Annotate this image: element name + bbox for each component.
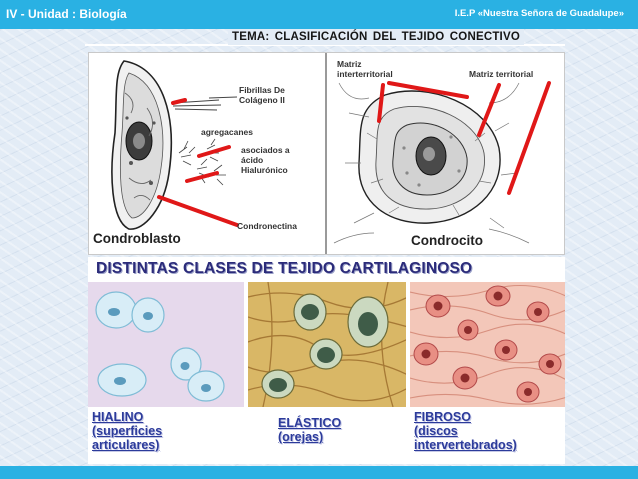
school-name: I.E.P «Nuestra Señora de Guadalupe»	[454, 8, 624, 19]
label-fibrillas: Fibrillas De Colágeno II	[239, 85, 285, 105]
cartilage-types-panel: DISTINTAS CLASES DE TEJIDO CARTILAGINOSO	[88, 257, 565, 464]
label-matriz-interterritorial: Matriz interterritorial	[337, 59, 393, 79]
condroblasto-cell-drawing	[111, 60, 239, 230]
hialino-photo	[88, 282, 244, 407]
label-agregacanes: agregacanes	[201, 127, 253, 137]
caption-elastico: ELÁSTICO (orejas)	[278, 416, 342, 444]
label-matriz-territorial: Matriz territorial	[469, 69, 534, 79]
fibroso-photo	[410, 282, 565, 407]
diagram-separator	[325, 53, 327, 254]
label-acido-hialuronico: asociados a ácido Hialurónico	[241, 145, 290, 175]
unit-title: IV - Unidad : Biología	[6, 7, 127, 21]
cartilage-cell-diagram: Fibrillas De Colágeno II agregacanes aso…	[88, 52, 565, 255]
diagram-drawing	[111, 60, 551, 244]
topic-title: TEMA: CLASIFICACIÓN DEL TEJIDO CONECTIVO	[228, 29, 524, 45]
label-condronectina: Condronectina	[237, 221, 297, 231]
elastico-photo	[248, 282, 406, 407]
footer-bar	[0, 466, 638, 479]
header-bar: IV - Unidad : Biología I.E.P «Nuestra Se…	[0, 0, 638, 29]
condrocito-cell-drawing	[333, 81, 551, 244]
label-condroblasto: Condroblasto	[93, 231, 181, 246]
caption-hialino: HIALINO (superficies articulares)	[92, 410, 163, 452]
title-divider	[85, 44, 565, 46]
caption-fibroso: FIBROSO (discos intervertebrados)	[414, 410, 517, 452]
cartilage-types-banner: DISTINTAS CLASES DE TEJIDO CARTILAGINOSO	[96, 260, 473, 277]
label-condrocito: Condrocito	[411, 233, 483, 248]
